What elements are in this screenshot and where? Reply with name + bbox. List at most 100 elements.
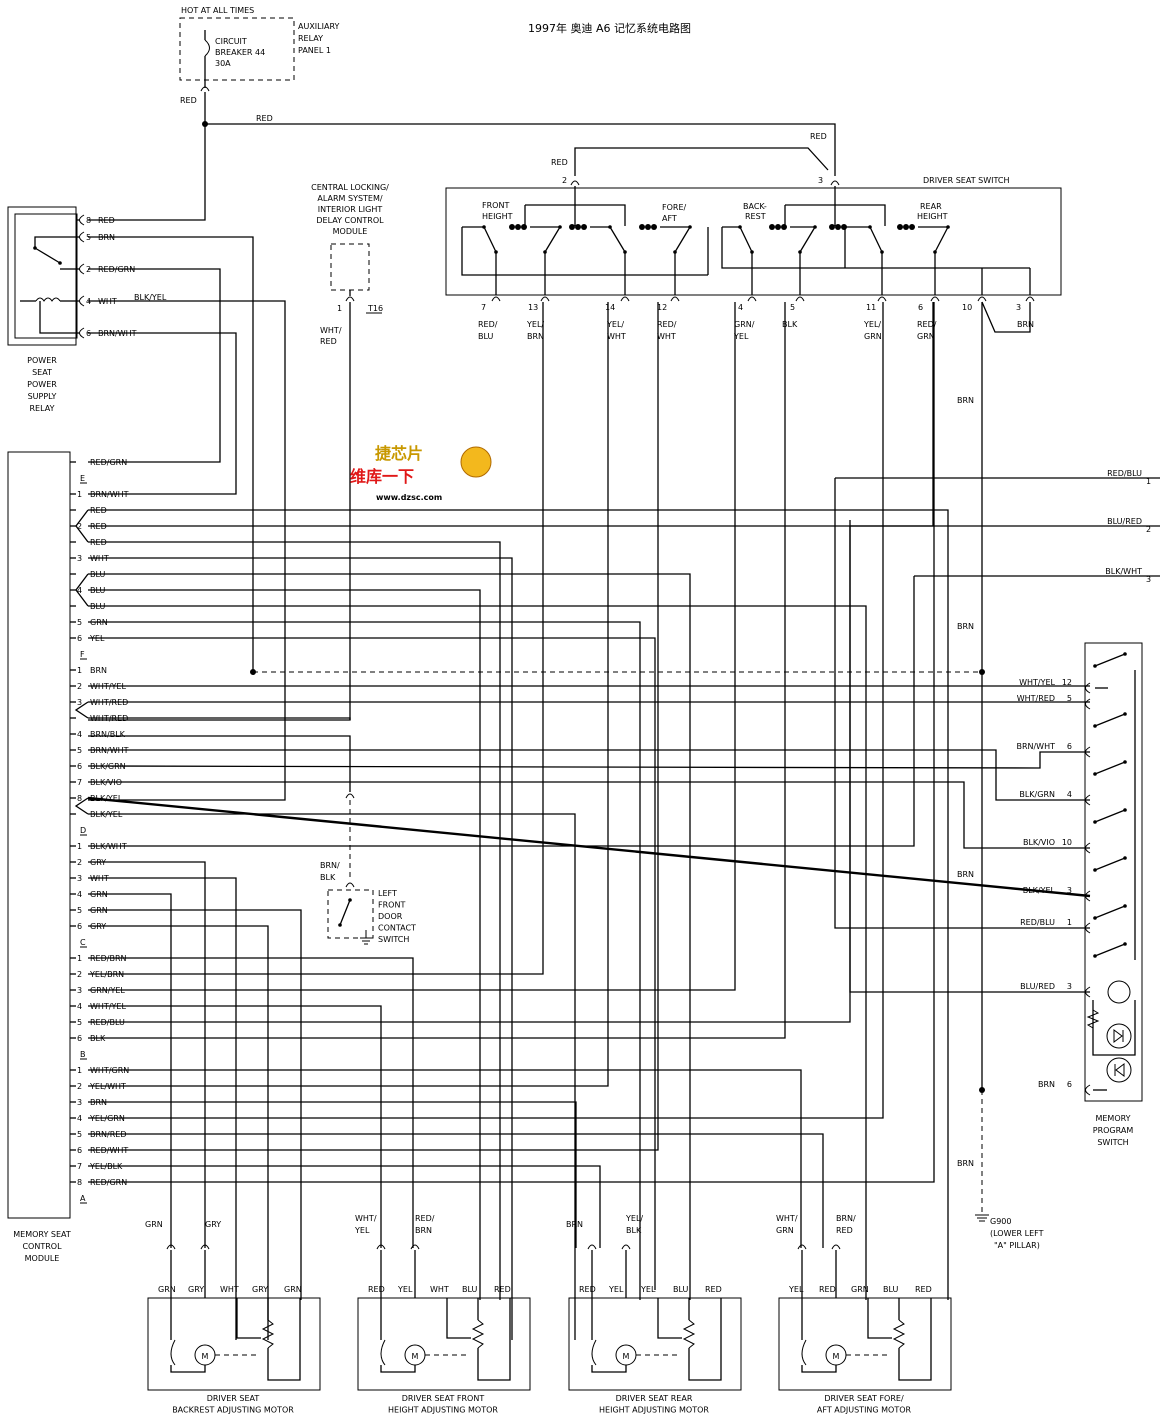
dss-pin-number: 11 [866, 303, 876, 312]
module-pin-number: 8 [77, 1178, 82, 1187]
potentiometer-symbol [471, 1319, 485, 1349]
dss-pin-number: 3 [1016, 303, 1021, 312]
dss-internal [721, 227, 982, 269]
dss-pin-connector [540, 296, 550, 302]
module-pin-color-label: RED/BLU [90, 1018, 125, 1027]
module-connector-letter: C [80, 938, 86, 947]
module-wire [88, 749, 1090, 801]
module-pin-number: 6 [77, 762, 82, 771]
module-pin-color-label: GRN/YEL [90, 986, 125, 995]
wire-color-label: BRN [415, 1226, 432, 1235]
wire-color-label: GRN [776, 1226, 794, 1235]
motor-connector [166, 1244, 176, 1250]
contact-point [1093, 724, 1097, 728]
module-pin-color-label: BRN [90, 666, 107, 675]
contact-point [688, 225, 692, 229]
clm-caption: DELAY CONTROL [316, 216, 384, 225]
offpage-number: 1 [1146, 477, 1151, 486]
motor-internal [591, 1365, 627, 1373]
dss-connector [830, 180, 840, 186]
contact-point [608, 225, 612, 229]
module-pin-color-label: BRN/WHT [90, 490, 129, 499]
mps-pin-color-label: BRN/WHT [1016, 742, 1055, 751]
module-wire [88, 302, 935, 1183]
dss-group-label: AFT [662, 214, 677, 223]
wire-color-label: WHT/ [776, 1214, 798, 1223]
dss-switch-contact [483, 226, 497, 253]
circuit-breaker-symbol [204, 39, 210, 57]
driver-seat-switch-box [445, 187, 1062, 296]
clm-caption: ALARM SYSTEM/ [317, 194, 382, 203]
relay-pin-number: 4 [86, 297, 91, 306]
wire-color-label: BLK [782, 320, 798, 329]
motor-terminal-label: YEL [640, 1285, 656, 1294]
module-pin-color-label: BRN [90, 1098, 107, 1107]
module-wire [88, 576, 915, 847]
mps-switch-contact [1094, 809, 1126, 823]
module-wire [88, 509, 949, 1300]
contact-point [623, 250, 627, 254]
dss-caption: DRIVER SEAT SWITCH [923, 176, 1010, 185]
dss-pin-connector [930, 296, 940, 302]
mps-pin-color-label: BLK/YEL [1023, 886, 1056, 895]
module-wire [88, 302, 786, 1039]
module-wire [88, 1165, 601, 1248]
feed-wire [574, 147, 829, 176]
module-pin-number: 6 [77, 1146, 82, 1155]
wire-color-label: YEL [354, 1226, 370, 1235]
connector-symbol [200, 86, 210, 92]
dss-pin-connector [620, 296, 630, 302]
mps-switch-contact [1094, 857, 1126, 871]
motor-internal [867, 1298, 892, 1339]
mps-pin-connector [1085, 1084, 1091, 1096]
contact-point [651, 224, 657, 230]
wire-color-label: GRN [917, 332, 935, 341]
dss-pin-connector [877, 296, 887, 302]
dss-switch-contact [609, 226, 626, 253]
dss-internal [525, 204, 626, 226]
dss-switch-contact [934, 226, 949, 253]
feed-wire [205, 123, 836, 176]
door-caption: DOOR [378, 912, 403, 921]
motor-connector [410, 1244, 420, 1250]
wire-color-label: RED [320, 337, 337, 346]
module-pin-color-label: WHT/RED [90, 698, 128, 707]
module-wire [88, 557, 513, 1340]
relay-pin-color-label: RED/GRN [98, 265, 135, 274]
mps-switch-contact [1094, 653, 1126, 667]
contact-point [581, 224, 587, 230]
motor-symbol-letter: M [833, 1352, 840, 1361]
wire-color-label: BRN [1017, 320, 1034, 329]
module-pin-number: 4 [77, 730, 82, 739]
module-wire [88, 621, 641, 1300]
motor-terminal-label: GRN [158, 1285, 176, 1294]
pin-split [75, 509, 89, 543]
auxiliary-relay-panel [179, 17, 295, 81]
wire-brn-wht [88, 332, 237, 495]
potentiometer-symbol [261, 1319, 275, 1349]
module-wire [88, 541, 501, 1300]
module-pin-color-label: BLK/YEL [90, 794, 123, 803]
clm-caption: INTERIOR LIGHT [318, 205, 383, 214]
relay-pin-connector [79, 231, 85, 243]
module-pin-number: 2 [77, 522, 82, 531]
motor-caption: AFT ADJUSTING MOTOR [817, 1406, 912, 1415]
motor-caption: HEIGHT ADJUSTING MOTOR [388, 1406, 498, 1415]
contact-point [673, 250, 677, 254]
motor-connector [797, 1244, 807, 1250]
contact-point [750, 250, 754, 254]
dss-switch-contact [869, 226, 883, 253]
contact-point [58, 261, 62, 265]
dss-pin-connector [1025, 296, 1035, 302]
dss-pin-connector [795, 296, 805, 302]
relay-coil-symbol [35, 297, 61, 302]
wire-color-label: GRN/ [734, 320, 755, 329]
motor-caption: DRIVER SEAT FRONT [402, 1394, 485, 1403]
module-wire [88, 781, 1090, 849]
mps-pin-color-label: BRN [1038, 1080, 1055, 1089]
module-pin-number: 6 [77, 922, 82, 931]
module-pin-color-label: GRN [90, 890, 108, 899]
wire-color-label: WHT [657, 332, 676, 341]
